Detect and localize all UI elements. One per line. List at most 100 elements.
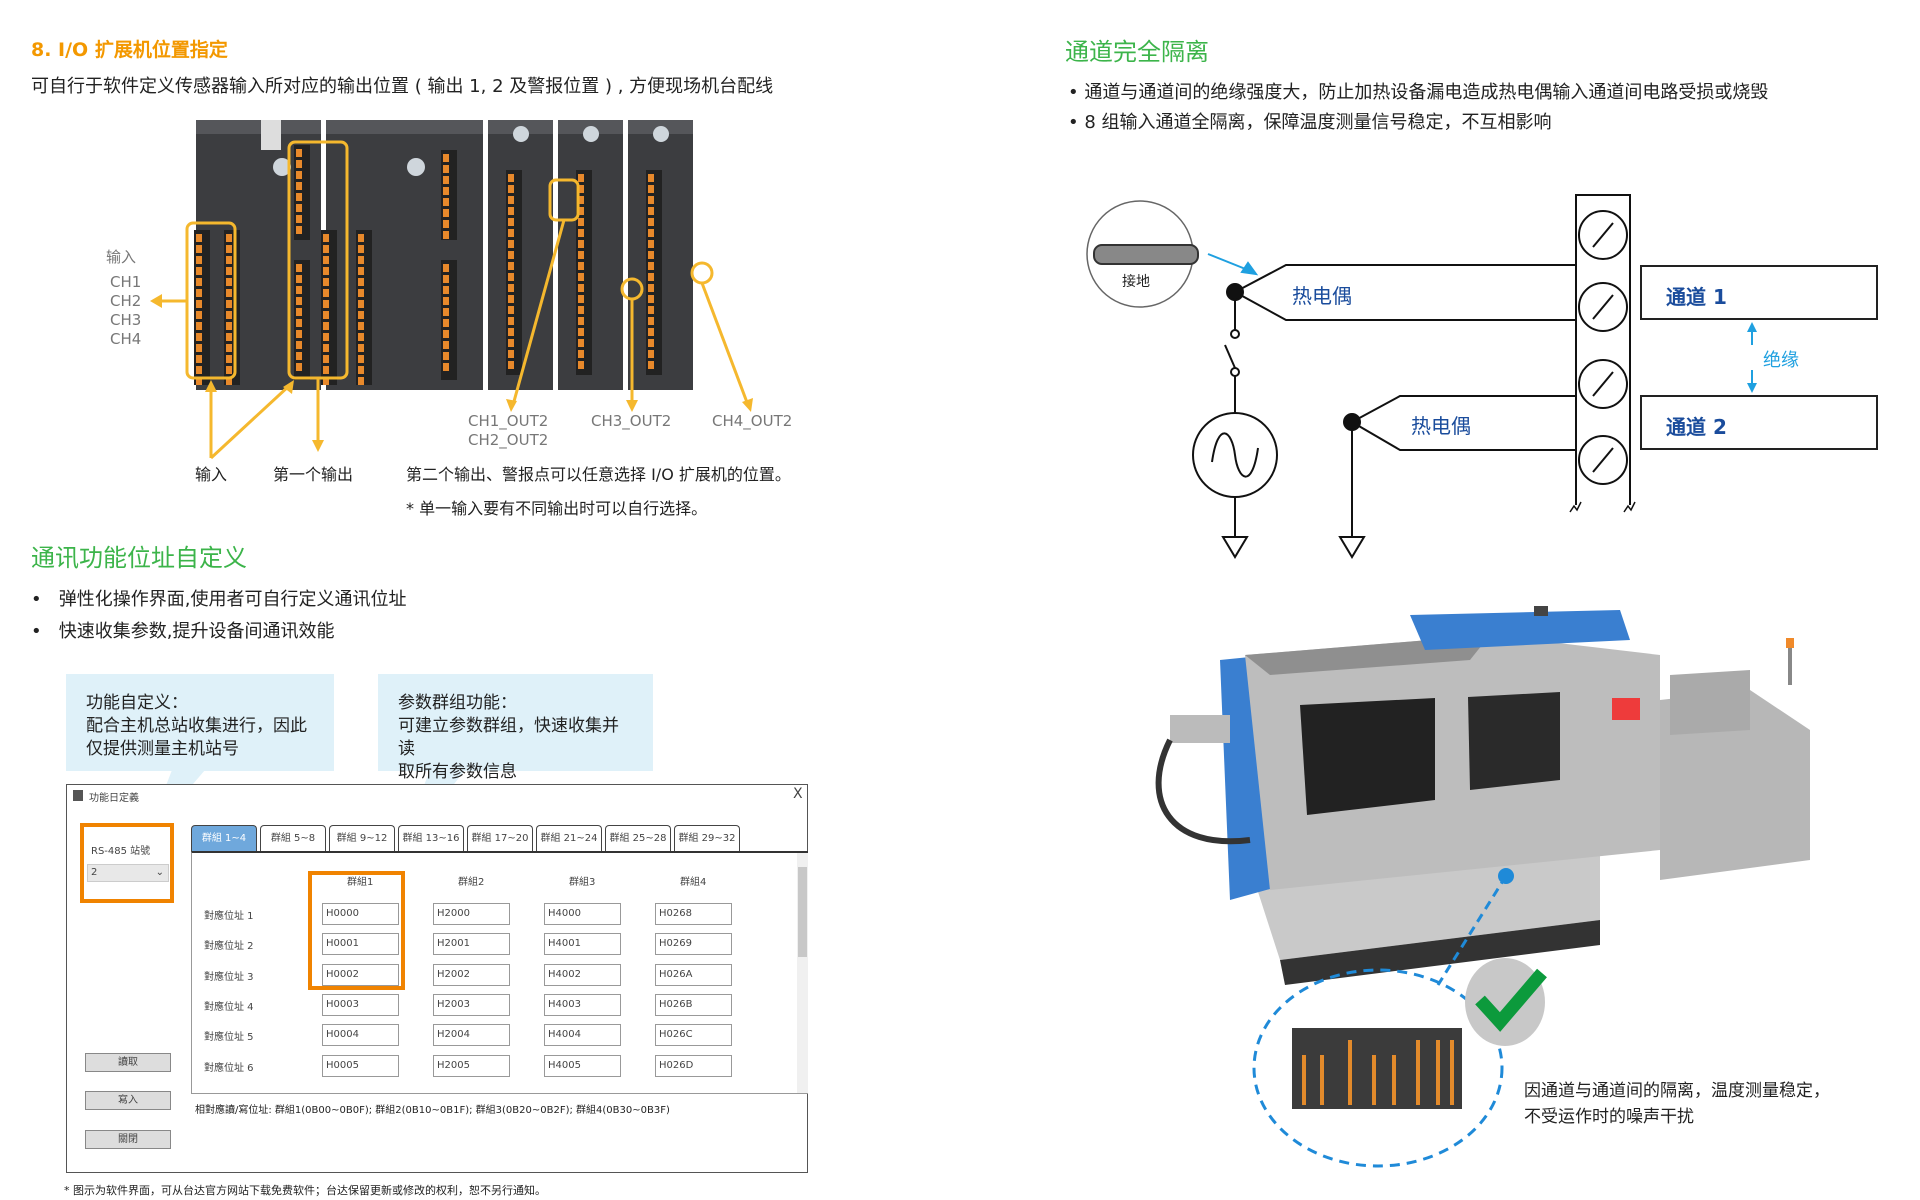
terminal-pin (226, 278, 232, 286)
terminal-pin (358, 344, 364, 352)
terminal-pin (358, 234, 364, 242)
address-input[interactable]: H026D (655, 1054, 732, 1077)
column-header: 群組3 (569, 877, 596, 888)
address-input[interactable]: H0001 (322, 933, 399, 956)
terminal-pin (196, 322, 202, 330)
callout2-title: 参数群组功能： (398, 693, 517, 713)
address-input[interactable]: H2004 (433, 1024, 510, 1047)
terminal-pin (443, 308, 449, 316)
terminal-pin (578, 317, 584, 325)
terminal-pin (226, 234, 232, 242)
terminal-pin (578, 207, 584, 215)
tab-group-4[interactable]: 群組 13~16 (398, 825, 464, 851)
station-select[interactable]: 2⌄ (87, 864, 169, 882)
terminal-pin (508, 317, 514, 325)
tab-group-7[interactable]: 群組 25~28 (605, 825, 671, 851)
input-label: 输入 (106, 248, 137, 266)
close-dialog-button[interactable]: 關閉 (85, 1130, 171, 1149)
address-input[interactable]: H0269 (655, 933, 732, 956)
terminal-pin (196, 333, 202, 341)
terminal-pin (196, 366, 202, 374)
tab-group-3[interactable]: 群組 9~12 (329, 825, 395, 851)
address-input[interactable]: H4001 (544, 933, 621, 956)
address-input[interactable]: H0002 (322, 963, 399, 986)
zoom-circle (1252, 968, 1504, 1168)
read-button[interactable]: 讀取 (85, 1053, 171, 1072)
terminal-pin (443, 363, 449, 371)
station-highlight (80, 823, 174, 903)
terminal-pin (358, 267, 364, 275)
address-input[interactable]: H0003 (322, 993, 399, 1016)
terminal-pin (196, 377, 202, 385)
first-output-highlight-box (287, 140, 349, 380)
write-button[interactable]: 寫入 (85, 1091, 171, 1110)
close-button[interactable]: X (793, 786, 803, 802)
terminal-pin (226, 245, 232, 253)
terminal-pin (296, 308, 302, 316)
machine-illustration (1155, 606, 1810, 1168)
tab-group-8[interactable]: 群組 29~32 (674, 825, 740, 851)
address-input[interactable]: H4004 (544, 1024, 621, 1047)
tab-group-2[interactable]: 群組 5~8 (260, 825, 326, 851)
terminal-pin (296, 193, 302, 201)
terminal-pin (443, 220, 449, 228)
address-input[interactable]: H2000 (433, 903, 510, 925)
address-input[interactable]: H0268 (655, 903, 732, 925)
row-label: 對應位址 3 (204, 971, 254, 983)
row-label: 對應位址 4 (204, 1001, 254, 1013)
terminal-pin (648, 174, 654, 182)
callout1-line: 仅提供测量主机站号 (86, 739, 239, 759)
terminal-pin (578, 174, 584, 182)
terminal-pin (508, 361, 514, 369)
address-input[interactable]: H026A (655, 963, 732, 986)
terminal-pin (648, 207, 654, 215)
address-input[interactable]: H026C (655, 1024, 732, 1047)
address-input[interactable]: H026B (655, 993, 732, 1016)
address-input[interactable]: H0005 (322, 1054, 399, 1077)
address-input[interactable]: H0004 (322, 1024, 399, 1047)
tab-group-6[interactable]: 群組 21~24 (536, 825, 602, 851)
scrollbar[interactable] (797, 853, 808, 1093)
address-input[interactable]: H2001 (433, 933, 510, 956)
terminal-pin (443, 275, 449, 283)
terminal-pin (196, 234, 202, 242)
terminal-pin (296, 319, 302, 327)
address-input[interactable]: H4003 (544, 993, 621, 1016)
terminal-pin (226, 267, 232, 275)
address-input[interactable]: H4000 (544, 903, 621, 925)
address-input[interactable]: H0000 (322, 903, 399, 925)
terminal-pin (358, 355, 364, 363)
terminal-pin (578, 185, 584, 193)
section-title-isolation: 通道完全隔离 (1065, 38, 1209, 66)
terminal-pin (508, 207, 514, 215)
scrollbar-thumb[interactable] (798, 867, 807, 957)
terminal-pin (648, 229, 654, 237)
terminal-pin (443, 154, 449, 162)
terminal-pin (296, 215, 302, 223)
terminal-pin (648, 218, 654, 226)
address-input[interactable]: H2003 (433, 993, 510, 1016)
row-label: 對應位址 2 (204, 941, 254, 953)
address-footer: 相對應讀/寫位址: 群組1(0B00~0B0F); 群組2(0B10~0B1F)… (195, 1105, 670, 1116)
address-input[interactable]: H2002 (433, 963, 510, 986)
terminal-pin (443, 319, 449, 327)
tab-group-1[interactable]: 群組 1~4 (191, 825, 257, 851)
terminal-pin (508, 328, 514, 336)
channel2-label: 通道 2 (1666, 415, 1727, 439)
tab-group-5[interactable]: 群組 17~20 (467, 825, 533, 851)
column-header: 群組1 (347, 877, 374, 888)
address-input[interactable]: H4002 (544, 963, 621, 986)
terminal-pin (323, 377, 329, 385)
terminal-pin (508, 295, 514, 303)
terminal-pin (578, 350, 584, 358)
address-input[interactable]: H2005 (433, 1054, 510, 1077)
module-top (196, 120, 321, 134)
terminal-pin (443, 286, 449, 294)
address-input[interactable]: H4005 (544, 1054, 621, 1077)
terminal-pin (358, 300, 364, 308)
rotary-switch (653, 126, 669, 142)
terminal-pin (196, 267, 202, 275)
terminal-pin (226, 366, 232, 374)
station-value: 2 (91, 867, 98, 878)
terminal-pin (648, 251, 654, 259)
